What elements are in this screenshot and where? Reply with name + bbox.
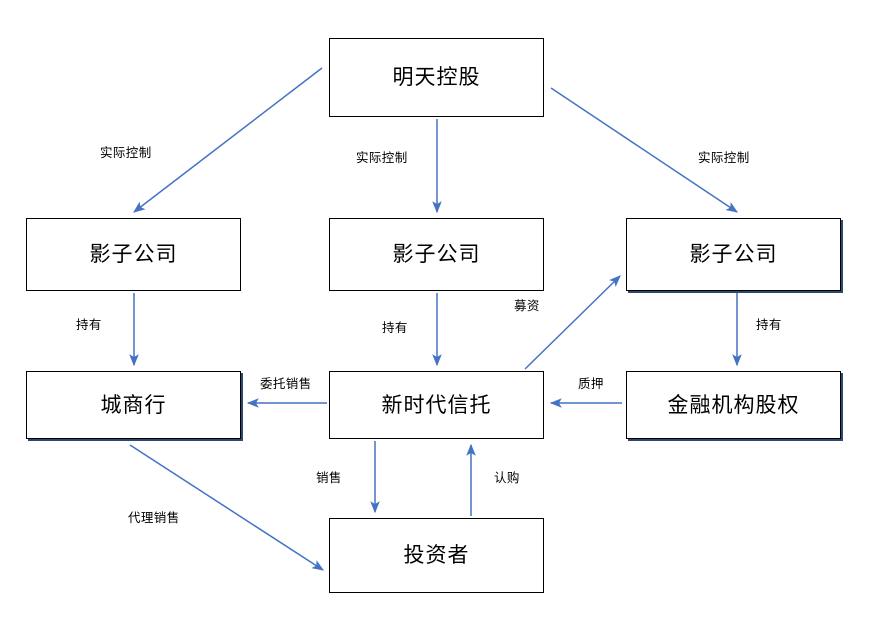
node-shadow-right[interactable]: 影子公司: [626, 218, 841, 291]
edge-label-mingtian-to-shadow-left: 实际控制: [100, 146, 152, 160]
node-mingtian[interactable]: 明天控股: [329, 38, 544, 117]
edge-label-trust-to-investor: 销售: [316, 471, 342, 485]
arrow-mingtian-to-shadow-right: [550, 87, 738, 213]
node-label: 城商行: [100, 393, 167, 417]
edge-label-shadow-mid-to-trust: 持有: [382, 321, 408, 335]
node-label: 影子公司: [89, 243, 178, 266]
arrow-city-bank-to-investor: [129, 444, 325, 571]
edge-label-trust-to-shadow-right: 募资: [514, 299, 540, 313]
edge-label-mingtian-to-shadow-mid: 实际控制: [356, 151, 408, 165]
node-xinshidai-trust[interactable]: 新时代信托: [329, 371, 544, 439]
edge-label-mingtian-to-shadow-right: 实际控制: [698, 151, 750, 165]
edge-label-shadow-left-to-city-bank: 持有: [76, 318, 102, 332]
node-fin-equity[interactable]: 金融机构股权: [626, 371, 841, 439]
edge-label-shadow-right-to-fin-equity: 持有: [756, 318, 782, 332]
node-label: 明天控股: [392, 66, 481, 89]
arrow-mingtian-to-shadow-left: [133, 67, 323, 213]
node-investor[interactable]: 投资者: [329, 518, 544, 593]
edge-label-fin-equity-to-trust: 质押: [578, 377, 604, 391]
node-label: 新时代信托: [381, 393, 492, 417]
node-shadow-left[interactable]: 影子公司: [26, 218, 241, 291]
edge-label-city-bank-to-investor: 代理销售: [128, 511, 180, 525]
node-label: 金融机构股权: [667, 393, 800, 417]
arrow-trust-to-shadow-right: [524, 275, 621, 370]
node-label: 影子公司: [392, 243, 481, 266]
node-label: 投资者: [403, 544, 470, 567]
edge-label-trust-to-city-bank: 委托销售: [260, 377, 312, 391]
edge-label-investor-to-trust: 认购: [494, 471, 520, 485]
node-city-bank[interactable]: 城商行: [26, 371, 241, 439]
node-label: 影子公司: [689, 243, 778, 266]
node-shadow-mid[interactable]: 影子公司: [329, 218, 544, 291]
